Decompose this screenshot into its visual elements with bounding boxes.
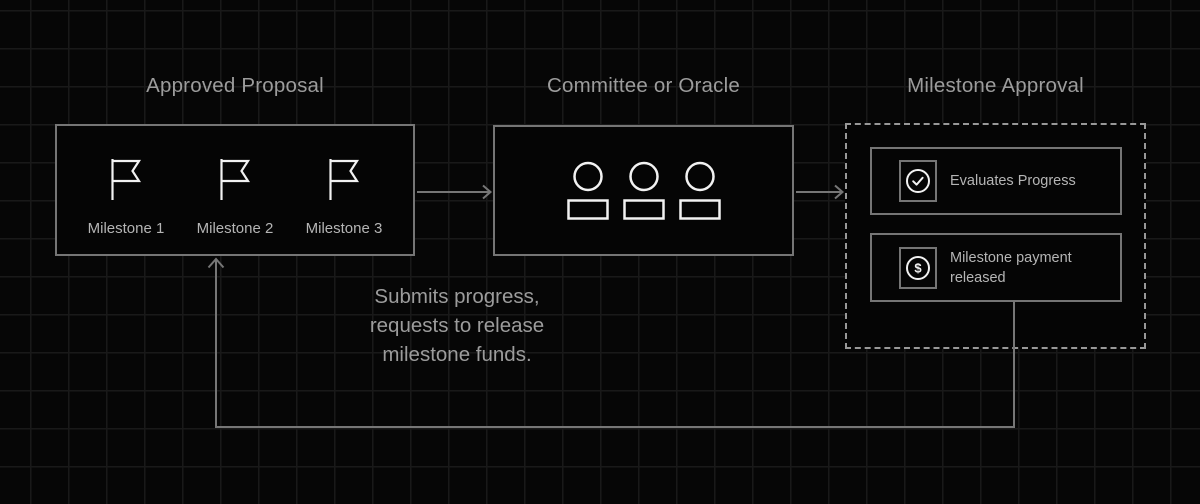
person-icon <box>678 161 721 220</box>
flag-icon <box>329 159 360 200</box>
feedback-note: Submits progress, requests to release mi… <box>369 285 545 366</box>
arrowhead-right-icon <box>482 184 493 200</box>
milestone-label: Milestone 3 <box>305 220 383 237</box>
milestone-item: Milestone 1 <box>83 157 169 239</box>
icon-frame <box>899 160 937 202</box>
flag-icon <box>220 159 251 200</box>
milestone-item: Milestone 3 <box>301 157 387 239</box>
check-circle-icon <box>906 169 930 193</box>
approval-card-label: Milestone payment released <box>950 249 1072 286</box>
approved-proposal-box: Milestone 1 Milestone 2 Milestone 3 <box>55 124 415 256</box>
dollar-circle-icon: $ <box>906 255 930 280</box>
section-title-committee-or-oracle: Committee or Oracle <box>547 74 740 97</box>
section-title-milestone-approval: Milestone Approval <box>907 74 1084 97</box>
milestone-label: Milestone 2 <box>196 220 274 237</box>
milestone-payment-card: $ Milestone payment released <box>870 233 1122 302</box>
svg-text:$: $ <box>914 260 922 275</box>
arrowhead-up-icon <box>207 257 225 269</box>
icon-frame: $ <box>899 246 937 289</box>
arrowhead-right-icon <box>834 184 845 200</box>
milestone-item: Milestone 2 <box>192 157 278 239</box>
person-icon <box>622 161 665 220</box>
approval-card-label: Evaluates Progress <box>950 173 1076 189</box>
section-title-approved-proposal: Approved Proposal <box>146 74 324 97</box>
evaluates-progress-card: Evaluates Progress <box>870 147 1122 215</box>
milestone-label: Milestone 1 <box>87 220 165 237</box>
flag-icon <box>111 159 142 200</box>
person-icon <box>566 161 609 220</box>
committee-or-oracle-box <box>493 125 794 256</box>
